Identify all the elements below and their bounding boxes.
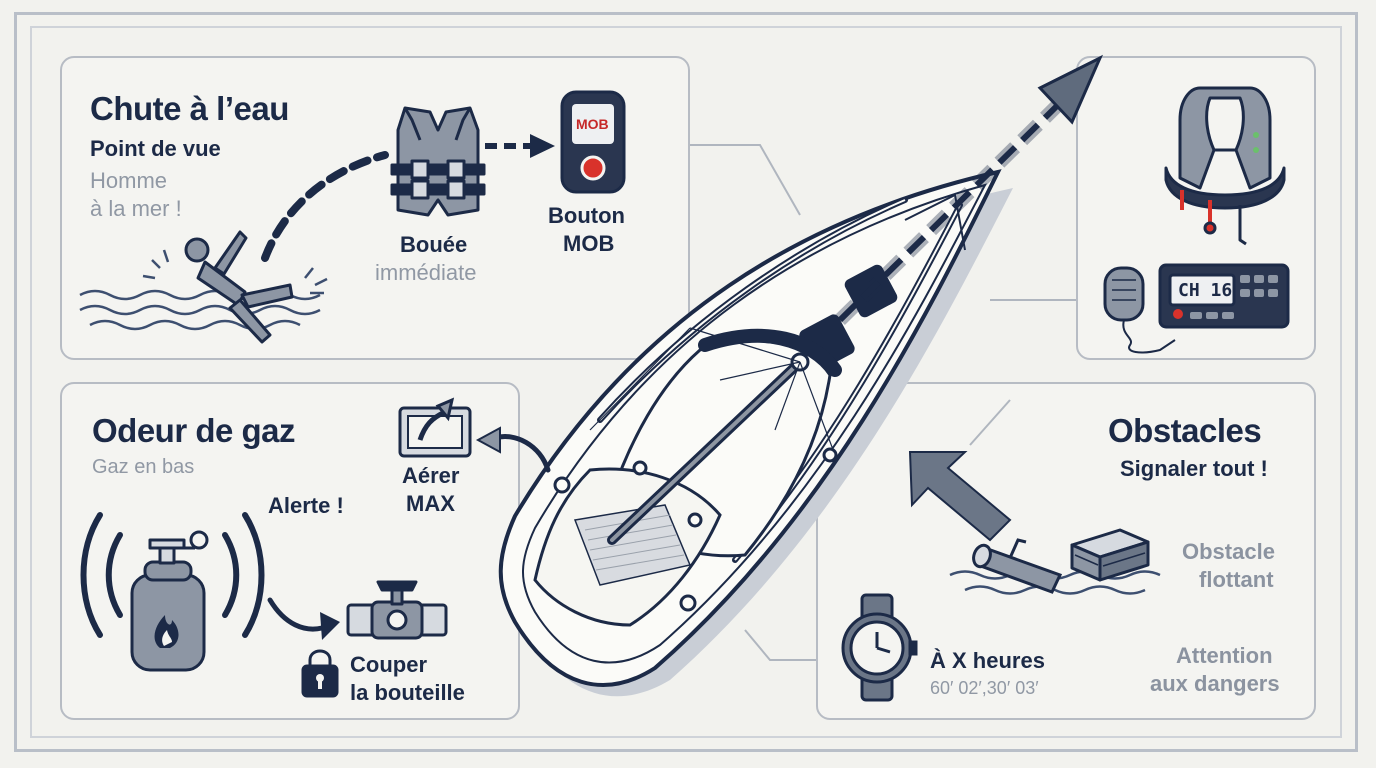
padlock-icon bbox=[301, 649, 339, 698]
connector-mob bbox=[690, 144, 801, 216]
mob-device-screen: MOB bbox=[576, 116, 609, 132]
clock-position-label: À X heures bbox=[930, 648, 1045, 673]
gas-title: Odeur de gaz bbox=[92, 412, 296, 449]
gas-bottle-icon bbox=[130, 530, 209, 672]
gas-alarm-waves-icon bbox=[80, 512, 265, 638]
vhf-channel-display: CH 16 bbox=[1178, 280, 1233, 301]
buoy-label-line2: immédiate bbox=[375, 260, 477, 285]
inflatable-lifejacket-icon bbox=[1164, 86, 1286, 246]
floating-obstacle-line1: Obstacle bbox=[1182, 539, 1275, 564]
throw-trajectory bbox=[261, 151, 389, 262]
danger-line1: Attention bbox=[1176, 643, 1273, 668]
falling-person-icon bbox=[184, 230, 294, 344]
gas-alert: Alerte ! bbox=[268, 493, 344, 518]
danger-line2: aux dangers bbox=[1150, 671, 1280, 696]
connector-clock bbox=[744, 629, 816, 661]
floating-crate-icon bbox=[1070, 528, 1150, 582]
cut-gas-label-line2: la bouteille bbox=[350, 680, 465, 705]
clock-position-values: 60′ 02′,30′ 03′ bbox=[930, 678, 1039, 698]
obstacles-title: Obstacles bbox=[1108, 412, 1262, 449]
mob-button-label-line1: Bouton bbox=[548, 203, 625, 228]
connector-obstacles bbox=[969, 399, 1011, 446]
vent-window-icon bbox=[398, 397, 472, 458]
floating-log-icon bbox=[972, 538, 1063, 594]
vhf-radio-icon bbox=[1103, 263, 1290, 354]
obstacles-subtitle: Signaler tout ! bbox=[1120, 456, 1268, 481]
buoy-label-line1: Bouée bbox=[400, 232, 468, 257]
obstacle-arrow-icon bbox=[908, 451, 1012, 542]
outer-frame bbox=[14, 12, 1358, 752]
vent-label-line2: MAX bbox=[406, 491, 455, 516]
gas-valve-icon bbox=[346, 580, 448, 640]
gas-subtitle: Gaz en bas bbox=[92, 456, 195, 478]
watch-icon bbox=[841, 593, 918, 702]
vent-label-line1: Aérer bbox=[402, 463, 460, 488]
cut-gas-label-line1: Couper bbox=[350, 652, 427, 677]
mob-button-label-line2: MOB bbox=[563, 231, 615, 256]
mob-alert-line1: Homme bbox=[90, 168, 168, 193]
mob-alert-line2: à la mer ! bbox=[90, 196, 182, 221]
floating-obstacle-line2: flottant bbox=[1199, 567, 1274, 592]
mob-title: Chute à l’eau bbox=[90, 90, 289, 127]
mob-device-icon bbox=[560, 90, 626, 194]
sailboat-icon bbox=[498, 54, 1104, 697]
mob-subtitle: Point de vue bbox=[90, 136, 221, 161]
inner-frame bbox=[30, 26, 1342, 738]
life-vest-icon bbox=[390, 106, 486, 217]
